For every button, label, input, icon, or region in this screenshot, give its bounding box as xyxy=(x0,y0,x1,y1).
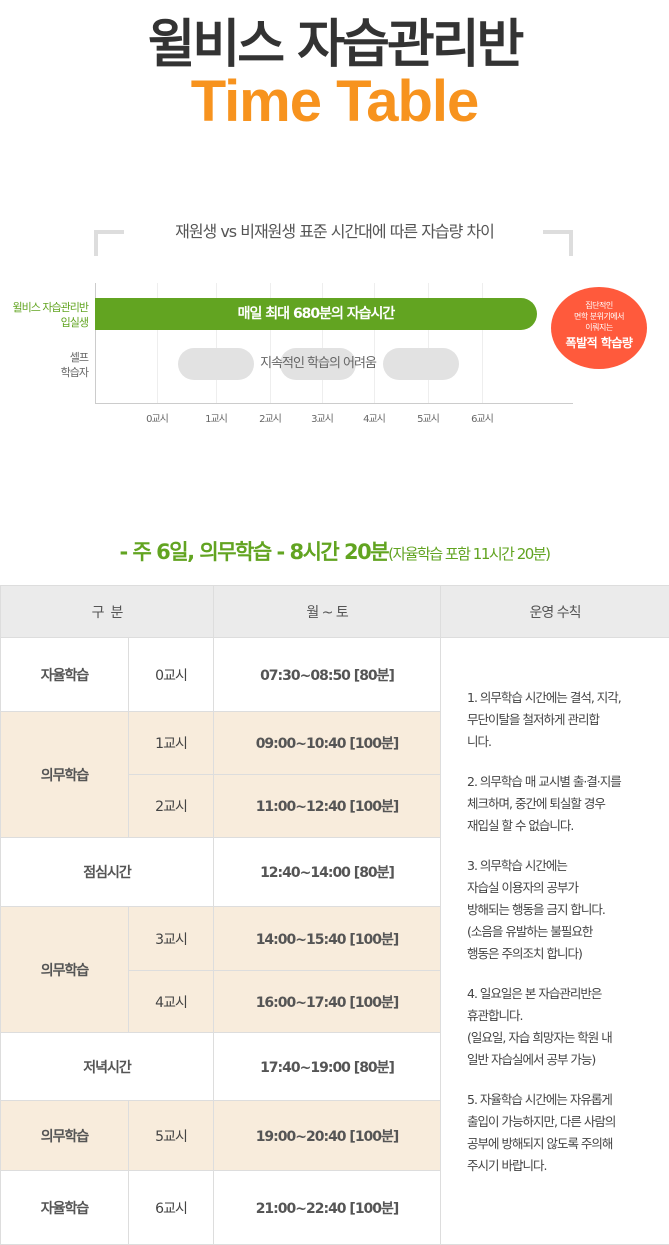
row-label-line: 셀프 xyxy=(70,351,88,364)
rules-cell: 1. 의무학습 시간에는 결석, 지각, 무단이탈을 철저하게 관리합 니다. … xyxy=(441,638,669,1245)
period-cell: 3교시 xyxy=(129,907,214,971)
time-cell: 12:40~14:00 [80분] xyxy=(214,838,441,907)
time-cell: 21:00~22:40 [100분] xyxy=(214,1171,441,1245)
callout-emphasis: 폭발적 학습량 xyxy=(551,338,647,349)
x-tick-label: 0교시 xyxy=(146,410,168,425)
period-cell: 1교시 xyxy=(129,712,214,775)
category-cell: 점심시간 xyxy=(1,838,214,907)
x-tick-label: 5교시 xyxy=(417,410,439,425)
callout-circle: 집단적인 면학 분위기에서 이뤄지는 폭발적 학습량 xyxy=(551,287,647,369)
page-subtitle: Time Table xyxy=(0,68,669,135)
callout-text: 면학 분위기에서 xyxy=(551,311,647,322)
period-cell: 2교시 xyxy=(129,775,214,838)
category-cell: 자율학습 xyxy=(1,638,129,712)
row-label-line: 학습자 xyxy=(61,366,88,379)
rule-item: 5. 자율학습 시간에는 자유롭게 출입이 가능하지만, 다른 사람의 공부에 … xyxy=(467,1089,669,1177)
time-cell: 17:40~19:00 [80분] xyxy=(214,1033,441,1101)
time-cell: 19:00~20:40 [100분] xyxy=(214,1101,441,1171)
period-cell: 6교시 xyxy=(129,1171,214,1245)
x-tick-label: 4교시 xyxy=(363,410,385,425)
callout-text: 집단적인 xyxy=(551,300,647,311)
self-study-label: 지속적인 학습의 어려움 xyxy=(178,348,458,380)
header-category: 구 분 xyxy=(1,586,214,638)
header-rules: 운영 수칙 xyxy=(441,586,669,638)
rule-item: 1. 의무학습 시간에는 결석, 지각, 무단이탈을 철저하게 관리합 니다. xyxy=(467,687,669,753)
summary-main: - 주 6일, 의무학습 - 8시간 20분 xyxy=(120,540,389,564)
x-tick-label: 1교시 xyxy=(205,410,227,425)
time-cell: 14:00~15:40 [100분] xyxy=(214,907,441,971)
callout-text: 이뤄지는 xyxy=(551,322,647,333)
rule-item: 4. 일요일은 본 자습관리반은 휴관합니다. (일요일, 자습 희망자는 학원… xyxy=(467,983,669,1071)
category-cell: 의무학습 xyxy=(1,1101,129,1171)
header-schedule: 월 ~ 토 xyxy=(214,586,441,638)
time-cell: 09:00~10:40 [100분] xyxy=(214,712,441,775)
rule-item: 3. 의무학습 시간에는 자습실 이용자의 공부가 방해되는 행동을 금지 합니… xyxy=(467,855,669,965)
period-cell: 4교시 xyxy=(129,971,214,1033)
period-cell: 0교시 xyxy=(129,638,214,712)
category-cell: 의무학습 xyxy=(1,712,129,838)
time-cell: 07:30~08:50 [80분] xyxy=(214,638,441,712)
time-cell: 11:00~12:40 [100분] xyxy=(214,775,441,838)
rule-item: 2. 의무학습 매 교시별 출·결·지를 체크하며, 중간에 퇴실할 경우 재입… xyxy=(467,771,669,837)
x-tick-label: 6교시 xyxy=(471,410,493,425)
page-title: 윌비스 자습관리반 xyxy=(0,2,669,77)
summary-sub: (자율학습 포함 11시간 20분) xyxy=(388,545,549,563)
summary-heading: - 주 6일, 의무학습 - 8시간 20분(자율학습 포함 11시간 20분) xyxy=(0,536,669,566)
chart-title: 재원생 vs 비재원생 표준 시간대에 따른 자습량 차이 xyxy=(0,218,669,242)
study-time-bar: 매일 최대 680분의 자습시간 xyxy=(95,298,537,330)
row-label-line: 입실생 xyxy=(61,316,88,329)
category-cell: 저녁시간 xyxy=(1,1033,214,1101)
time-cell: 16:00~17:40 [100분] xyxy=(214,971,441,1033)
row-label-line: 윌비스 자습관리반 xyxy=(13,301,88,314)
category-cell: 자율학습 xyxy=(1,1171,129,1245)
period-cell: 5교시 xyxy=(129,1101,214,1171)
x-tick-label: 3교시 xyxy=(311,410,333,425)
x-tick-label: 2교시 xyxy=(259,410,281,425)
category-cell: 의무학습 xyxy=(1,907,129,1033)
